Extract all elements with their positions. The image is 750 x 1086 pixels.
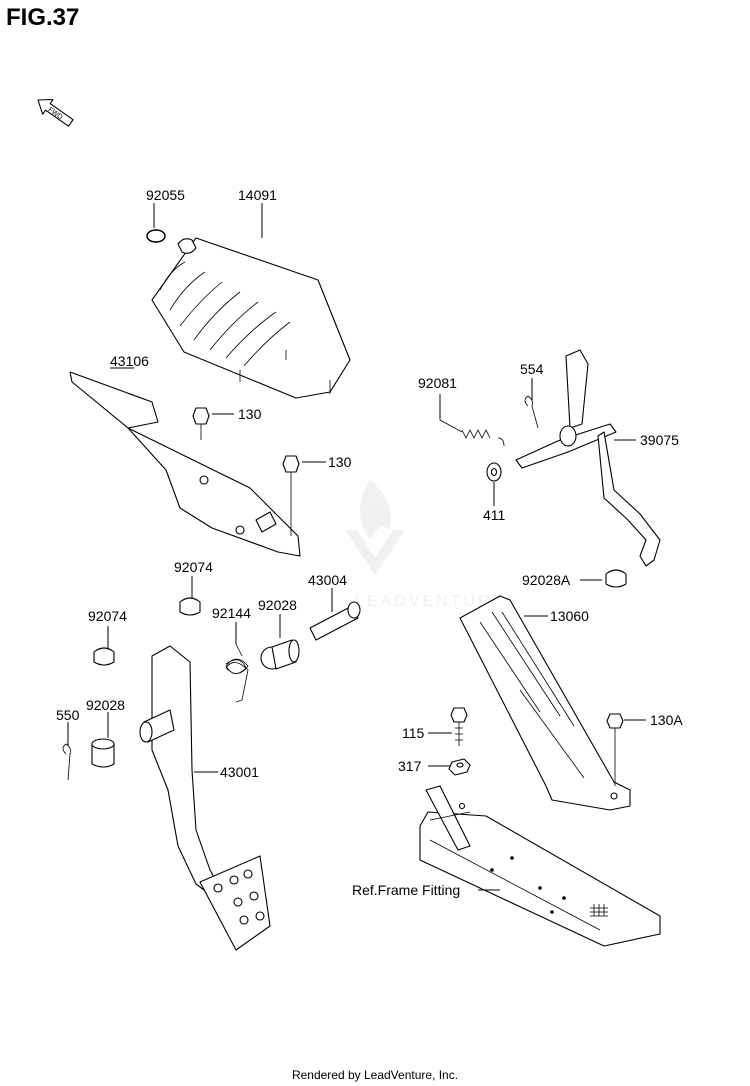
part-39075-shaft	[515, 349, 661, 567]
watermark: LEADVENTURE	[345, 480, 506, 610]
part-43004-pin	[309, 601, 361, 641]
part-550-cotter-pin	[62, 743, 71, 781]
footer-credit: Rendered by LeadVenture, Inc.	[291, 1068, 459, 1082]
part-411-washer	[486, 462, 502, 482]
callout-92144: 92144	[212, 605, 251, 621]
part-130-bolt-upper	[192, 407, 210, 440]
part-130-bolt-lower	[282, 455, 300, 536]
part-92081-spring	[439, 396, 505, 447]
callout-130-upper: 130	[238, 406, 262, 422]
callout-43106: 43106	[110, 353, 149, 369]
callout-92074-upper: 92074	[174, 559, 213, 575]
part-43106-brake-lever	[69, 371, 301, 557]
callout-39075: 39075	[640, 432, 679, 448]
callout-92081: 92081	[418, 375, 457, 391]
part-frame-fitting	[419, 785, 661, 947]
part-13060-pedal	[459, 595, 631, 811]
part-92028-bushing-lower	[91, 738, 115, 768]
callout-13060: 13060	[550, 608, 589, 624]
part-14091-boot	[151, 237, 351, 399]
part-115-bolt	[450, 707, 468, 746]
fwd-label: FWD	[47, 106, 64, 121]
callout-43004: 43004	[308, 572, 347, 588]
part-92074-bushing-lower	[93, 647, 115, 666]
callout-92028-lower: 92028	[86, 697, 125, 713]
fwd-arrow: FWD	[37, 98, 74, 127]
callout-130A: 130A	[650, 712, 683, 728]
callout-ref-frame-fitting: Ref.Frame Fitting	[352, 882, 460, 898]
part-92028-bushing-upper	[260, 639, 300, 670]
callout-14091: 14091	[238, 187, 277, 203]
watermark-text: LEADVENTURE	[355, 593, 506, 610]
part-43001-brake-pedal	[139, 645, 271, 951]
part-317-nut	[448, 758, 471, 776]
callout-92028-upper: 92028	[258, 597, 297, 613]
callout-92074-lower: 92074	[88, 608, 127, 624]
part-92074-bushing-upper	[179, 597, 201, 616]
part-554-cotter-pin	[524, 395, 539, 429]
callout-130-lower: 130	[328, 454, 352, 470]
callout-92055: 92055	[146, 187, 185, 203]
callout-92028A: 92028A	[522, 572, 571, 588]
callout-554: 554	[520, 361, 544, 377]
callout-43001: 43001	[220, 764, 259, 780]
figure-title: FIG.37	[6, 4, 80, 31]
callout-550: 550	[56, 707, 80, 723]
part-92144-spring	[225, 643, 249, 703]
callout-317: 317	[398, 758, 422, 774]
part-92028A-bushing	[605, 569, 627, 588]
callout-411: 411	[483, 507, 506, 523]
part-130A-bolt	[606, 713, 624, 786]
part-92055-oring	[146, 229, 166, 243]
callout-115: 115	[402, 725, 425, 741]
